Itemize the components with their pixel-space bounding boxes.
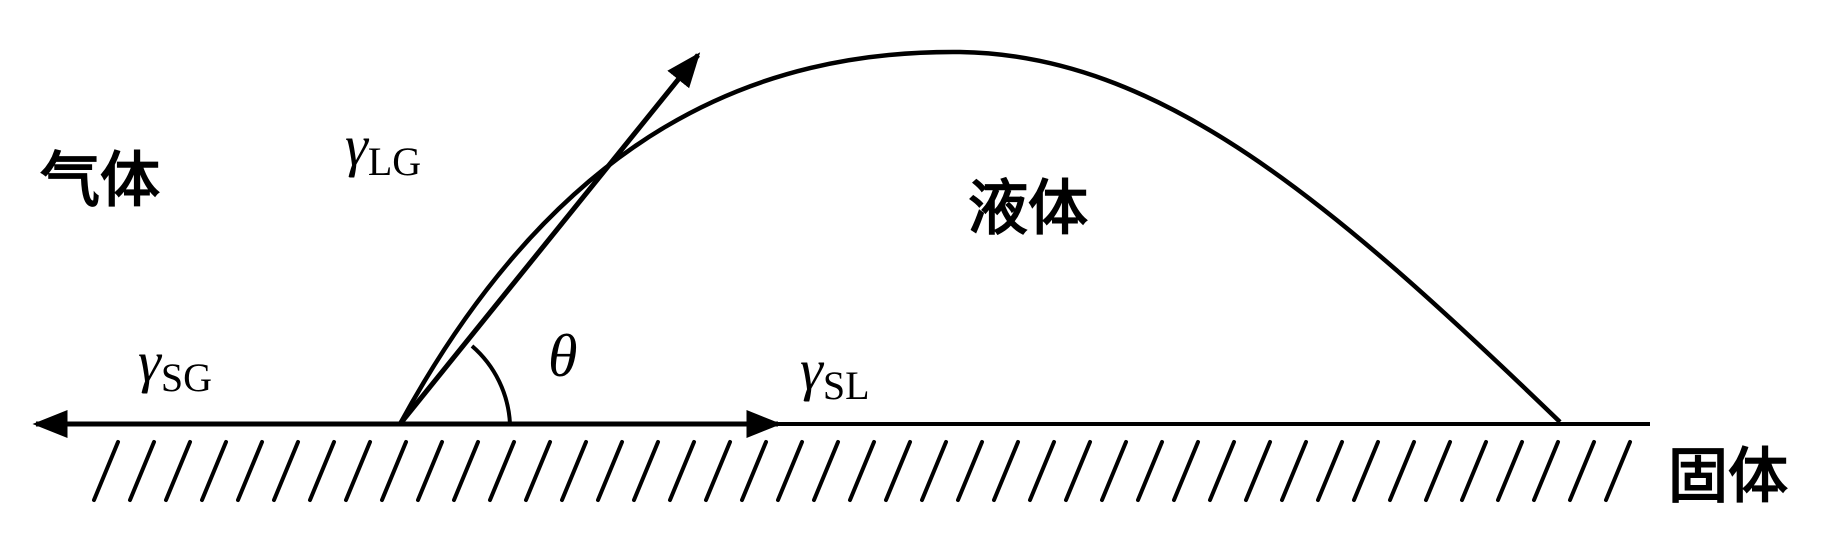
hatch-stroke [272, 440, 300, 502]
liquid-label: 液体 [968, 174, 1088, 244]
gamma-lg-symbol: γ [345, 113, 368, 178]
hatch-stroke [1172, 440, 1200, 502]
hatch-stroke [452, 440, 480, 502]
hatch-stroke [668, 440, 696, 502]
hatch-stroke [1136, 440, 1164, 502]
hatch-stroke [92, 440, 120, 502]
hatch-stroke [776, 440, 804, 502]
hatch-stroke [236, 440, 264, 502]
hatch-stroke [1064, 440, 1092, 502]
gamma-lg-arrow [398, 52, 701, 426]
hatch-stroke [1244, 440, 1272, 502]
droplet-outline [398, 49, 1562, 426]
hatch-stroke [1496, 440, 1524, 502]
gamma-sl-label: γSL [800, 336, 870, 409]
gamma-lg-subscript: LG [367, 139, 422, 184]
hatch-stroke [308, 440, 336, 502]
gamma-lg-label: γLG [345, 112, 421, 185]
hatch-stroke [524, 440, 552, 502]
hatch-stroke [380, 440, 408, 502]
hatch-stroke [1352, 440, 1380, 502]
hatch-stroke [416, 440, 444, 502]
hatch-stroke [956, 440, 984, 502]
solid-hatching [92, 440, 1632, 502]
hatch-stroke [740, 440, 768, 502]
gas-label: 气体 [40, 146, 160, 216]
hatch-stroke [812, 440, 840, 502]
hatch-stroke [1100, 440, 1128, 502]
hatch-stroke [596, 440, 624, 502]
hatch-stroke [704, 440, 732, 502]
hatch-stroke [200, 440, 228, 502]
gamma-sl-symbol: γ [800, 337, 823, 402]
hatch-stroke [992, 440, 1020, 502]
solid-label: 固体 [1668, 442, 1788, 512]
hatch-stroke [344, 440, 372, 502]
contact-angle-arc [470, 344, 512, 425]
hatch-stroke [560, 440, 588, 502]
hatch-stroke [920, 440, 948, 502]
gamma-sl-subscript: SL [822, 363, 870, 408]
hatch-stroke [1028, 440, 1056, 502]
hatch-stroke [1604, 440, 1632, 502]
hatch-stroke [1280, 440, 1308, 502]
hatch-stroke [164, 440, 192, 502]
hatch-stroke [632, 440, 660, 502]
hatch-stroke [1568, 440, 1596, 502]
hatch-stroke [1316, 440, 1344, 502]
hatch-stroke [128, 440, 156, 502]
contact-angle-theta: θ [548, 323, 578, 389]
gamma-sg-symbol: γ [138, 329, 161, 394]
hatch-stroke [1532, 440, 1560, 502]
gamma-sg-subscript: SG [160, 355, 212, 400]
gamma-sg-label: γSG [138, 328, 212, 401]
hatch-stroke [1424, 440, 1452, 502]
hatch-stroke [1460, 440, 1488, 502]
hatch-stroke [488, 440, 516, 502]
hatch-stroke [848, 440, 876, 502]
hatch-stroke [1208, 440, 1236, 502]
hatch-stroke [884, 440, 912, 502]
hatch-stroke [1388, 440, 1416, 502]
